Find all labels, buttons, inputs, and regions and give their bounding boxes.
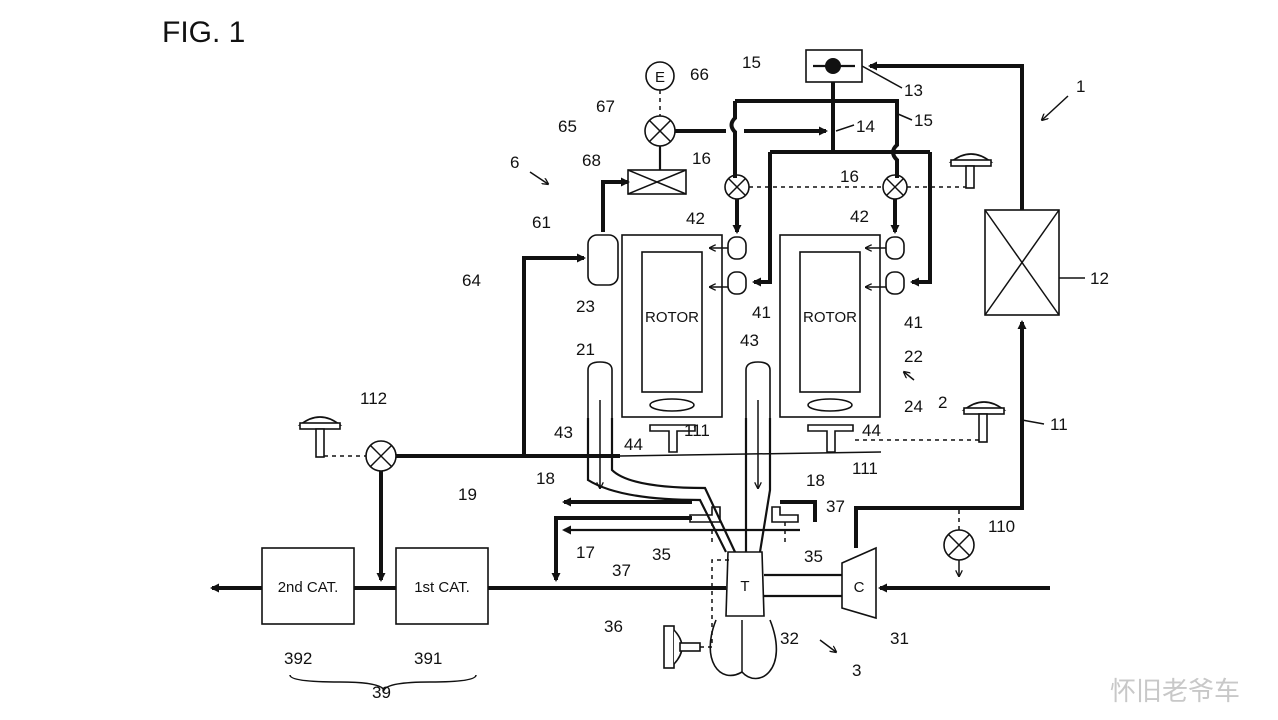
- ref-44-right: 44: [862, 421, 881, 440]
- ref-36: 36: [604, 617, 623, 636]
- ref-31: 31: [890, 629, 909, 648]
- ref-42-right: 42: [850, 207, 869, 226]
- actuator-mid-right: [961, 401, 1007, 443]
- ref-68: 68: [582, 151, 601, 170]
- engine-block-right: ROTOR: [779, 234, 881, 453]
- valve-110: [943, 510, 975, 576]
- ref-41-left: 41: [752, 303, 771, 322]
- wastegate-valve-35-right: [771, 506, 799, 523]
- valve-67: [644, 115, 676, 147]
- valve-16-right: [882, 174, 908, 200]
- ref-391: 391: [414, 649, 442, 668]
- ref-16-left: 16: [692, 149, 711, 168]
- catalyst-first-label: 1st CAT.: [414, 579, 470, 596]
- ref-112: 112: [360, 389, 387, 408]
- ref-61: 61: [532, 213, 551, 232]
- ref-41-right: 41: [904, 313, 923, 332]
- throttle-13: [805, 49, 863, 83]
- figure-title: FIG. 1: [162, 16, 245, 49]
- ref-111-left: 111: [684, 421, 710, 440]
- sensor-e-label: E: [655, 69, 665, 86]
- ref-35-right: 35: [804, 547, 823, 566]
- turbine-label: T: [740, 578, 749, 595]
- turbocharger: T C: [709, 546, 877, 680]
- ref-39: 39: [372, 683, 391, 702]
- rotor-right-label: ROTOR: [803, 309, 857, 326]
- ref-11: 11: [1050, 415, 1068, 434]
- injector-41-left: [710, 271, 747, 295]
- valve-16-left: [724, 174, 750, 200]
- ref-17: 17: [576, 543, 595, 562]
- ref-18-left: 18: [536, 469, 555, 488]
- ref-111-right: 111: [852, 459, 878, 478]
- actuator-upper-right: [948, 153, 994, 189]
- watermark: 怀旧老爷车: [1110, 677, 1240, 707]
- ref-65: 65: [558, 117, 577, 136]
- ref-392: 392: [284, 649, 312, 668]
- ref-16-right: 16: [840, 167, 859, 186]
- ref-43-left: 43: [554, 423, 573, 442]
- component-68: [627, 169, 687, 195]
- component-61: [587, 234, 619, 286]
- actuator-left: [297, 416, 343, 458]
- compressor-label: C: [854, 579, 865, 596]
- ref-6: 6: [510, 153, 519, 172]
- ref-37-right: 37: [826, 497, 845, 516]
- ref-14: 14: [856, 117, 875, 136]
- ref-12: 12: [1090, 269, 1109, 288]
- ref-21: 21: [576, 340, 595, 359]
- ref-43-right: 43: [740, 331, 759, 350]
- ref-42-left: 42: [686, 209, 705, 228]
- catalyst-second: 2nd CAT.: [261, 547, 355, 625]
- ref-13: 13: [904, 81, 923, 100]
- ref-67: 67: [596, 97, 615, 116]
- ref-66: 66: [690, 65, 709, 84]
- sensor-e: E: [645, 61, 675, 116]
- catalyst-first: 1st CAT.: [395, 547, 489, 625]
- ref-64: 64: [462, 271, 481, 290]
- ref-19: 19: [458, 485, 477, 504]
- ref-15-top: 15: [742, 53, 761, 72]
- ref-18-right: 18: [806, 471, 825, 490]
- wastegate-actuator-36: [663, 625, 701, 669]
- ref-32: 32: [780, 629, 799, 648]
- ref-3: 3: [852, 661, 861, 680]
- injector-42-right: [866, 236, 905, 260]
- ref-22: 22: [904, 347, 923, 366]
- injector-42-left: [710, 236, 747, 260]
- engine-block-left: ROTOR: [621, 234, 723, 453]
- valve-112: [365, 440, 397, 472]
- ref-24: 24: [904, 397, 923, 416]
- ref-110: 110: [988, 517, 1015, 536]
- ref-44-left: 44: [624, 435, 643, 454]
- ref-23: 23: [576, 297, 595, 316]
- ref-35-left: 35: [652, 545, 671, 564]
- ref-1: 1: [1076, 77, 1085, 96]
- injector-41-right: [866, 271, 905, 295]
- rotor-left-label: ROTOR: [645, 309, 699, 326]
- intercooler-12: [984, 209, 1060, 316]
- catalyst-second-label: 2nd CAT.: [278, 579, 339, 596]
- ref-15-right: 15: [914, 111, 933, 130]
- ref-37-left: 37: [612, 561, 631, 580]
- ref-2: 2: [938, 393, 947, 412]
